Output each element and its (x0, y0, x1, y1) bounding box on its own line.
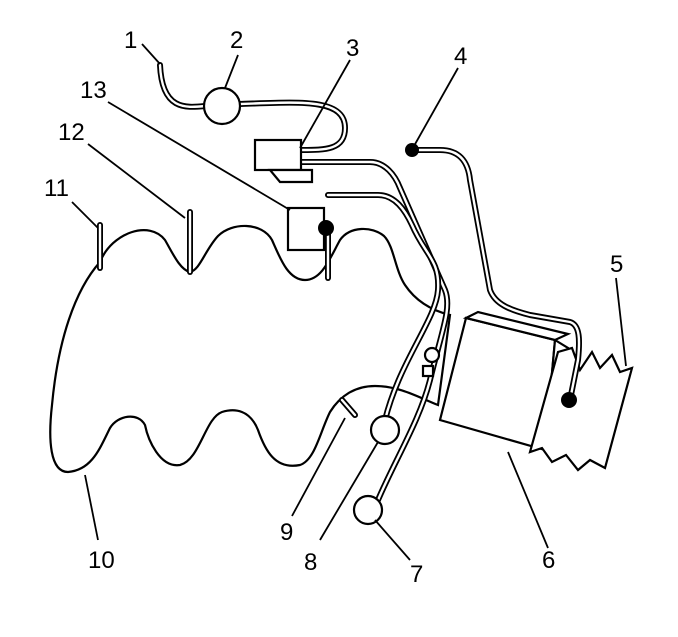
callout-12: 12 (58, 119, 85, 146)
vacuum-port-4 (405, 143, 419, 157)
callout-3: 3 (346, 35, 359, 62)
callout-10: 10 (88, 547, 115, 574)
callout-9: 9 (280, 519, 293, 546)
callout-8: 8 (304, 549, 317, 576)
callout-7: 7 (410, 561, 423, 588)
manifold-vacuum-fittings (97, 209, 358, 418)
solenoid-valve-3 (253, 138, 314, 184)
vacuum-hoses (157, 62, 582, 503)
intake-manifold (49, 224, 452, 474)
leader-lines (71, 43, 627, 561)
callout-6: 6 (542, 547, 555, 574)
inline-fitting (423, 346, 441, 364)
vacuum-reservoir-2 (202, 86, 242, 126)
vacuum-fitting-7 (352, 494, 384, 526)
vacuum-fitting-8 (369, 414, 401, 446)
air-cleaner-duct (528, 346, 634, 472)
vacuum-port-throttle (561, 392, 577, 408)
callout-2: 2 (230, 27, 243, 54)
callout-13: 13 (80, 77, 107, 104)
callout-11: 11 (44, 175, 69, 202)
callout-1: 1 (124, 27, 137, 54)
inline-connector (421, 364, 435, 378)
callout-5: 5 (610, 251, 623, 278)
callout-4: 4 (454, 43, 467, 70)
vacuum-block-13 (286, 206, 334, 252)
